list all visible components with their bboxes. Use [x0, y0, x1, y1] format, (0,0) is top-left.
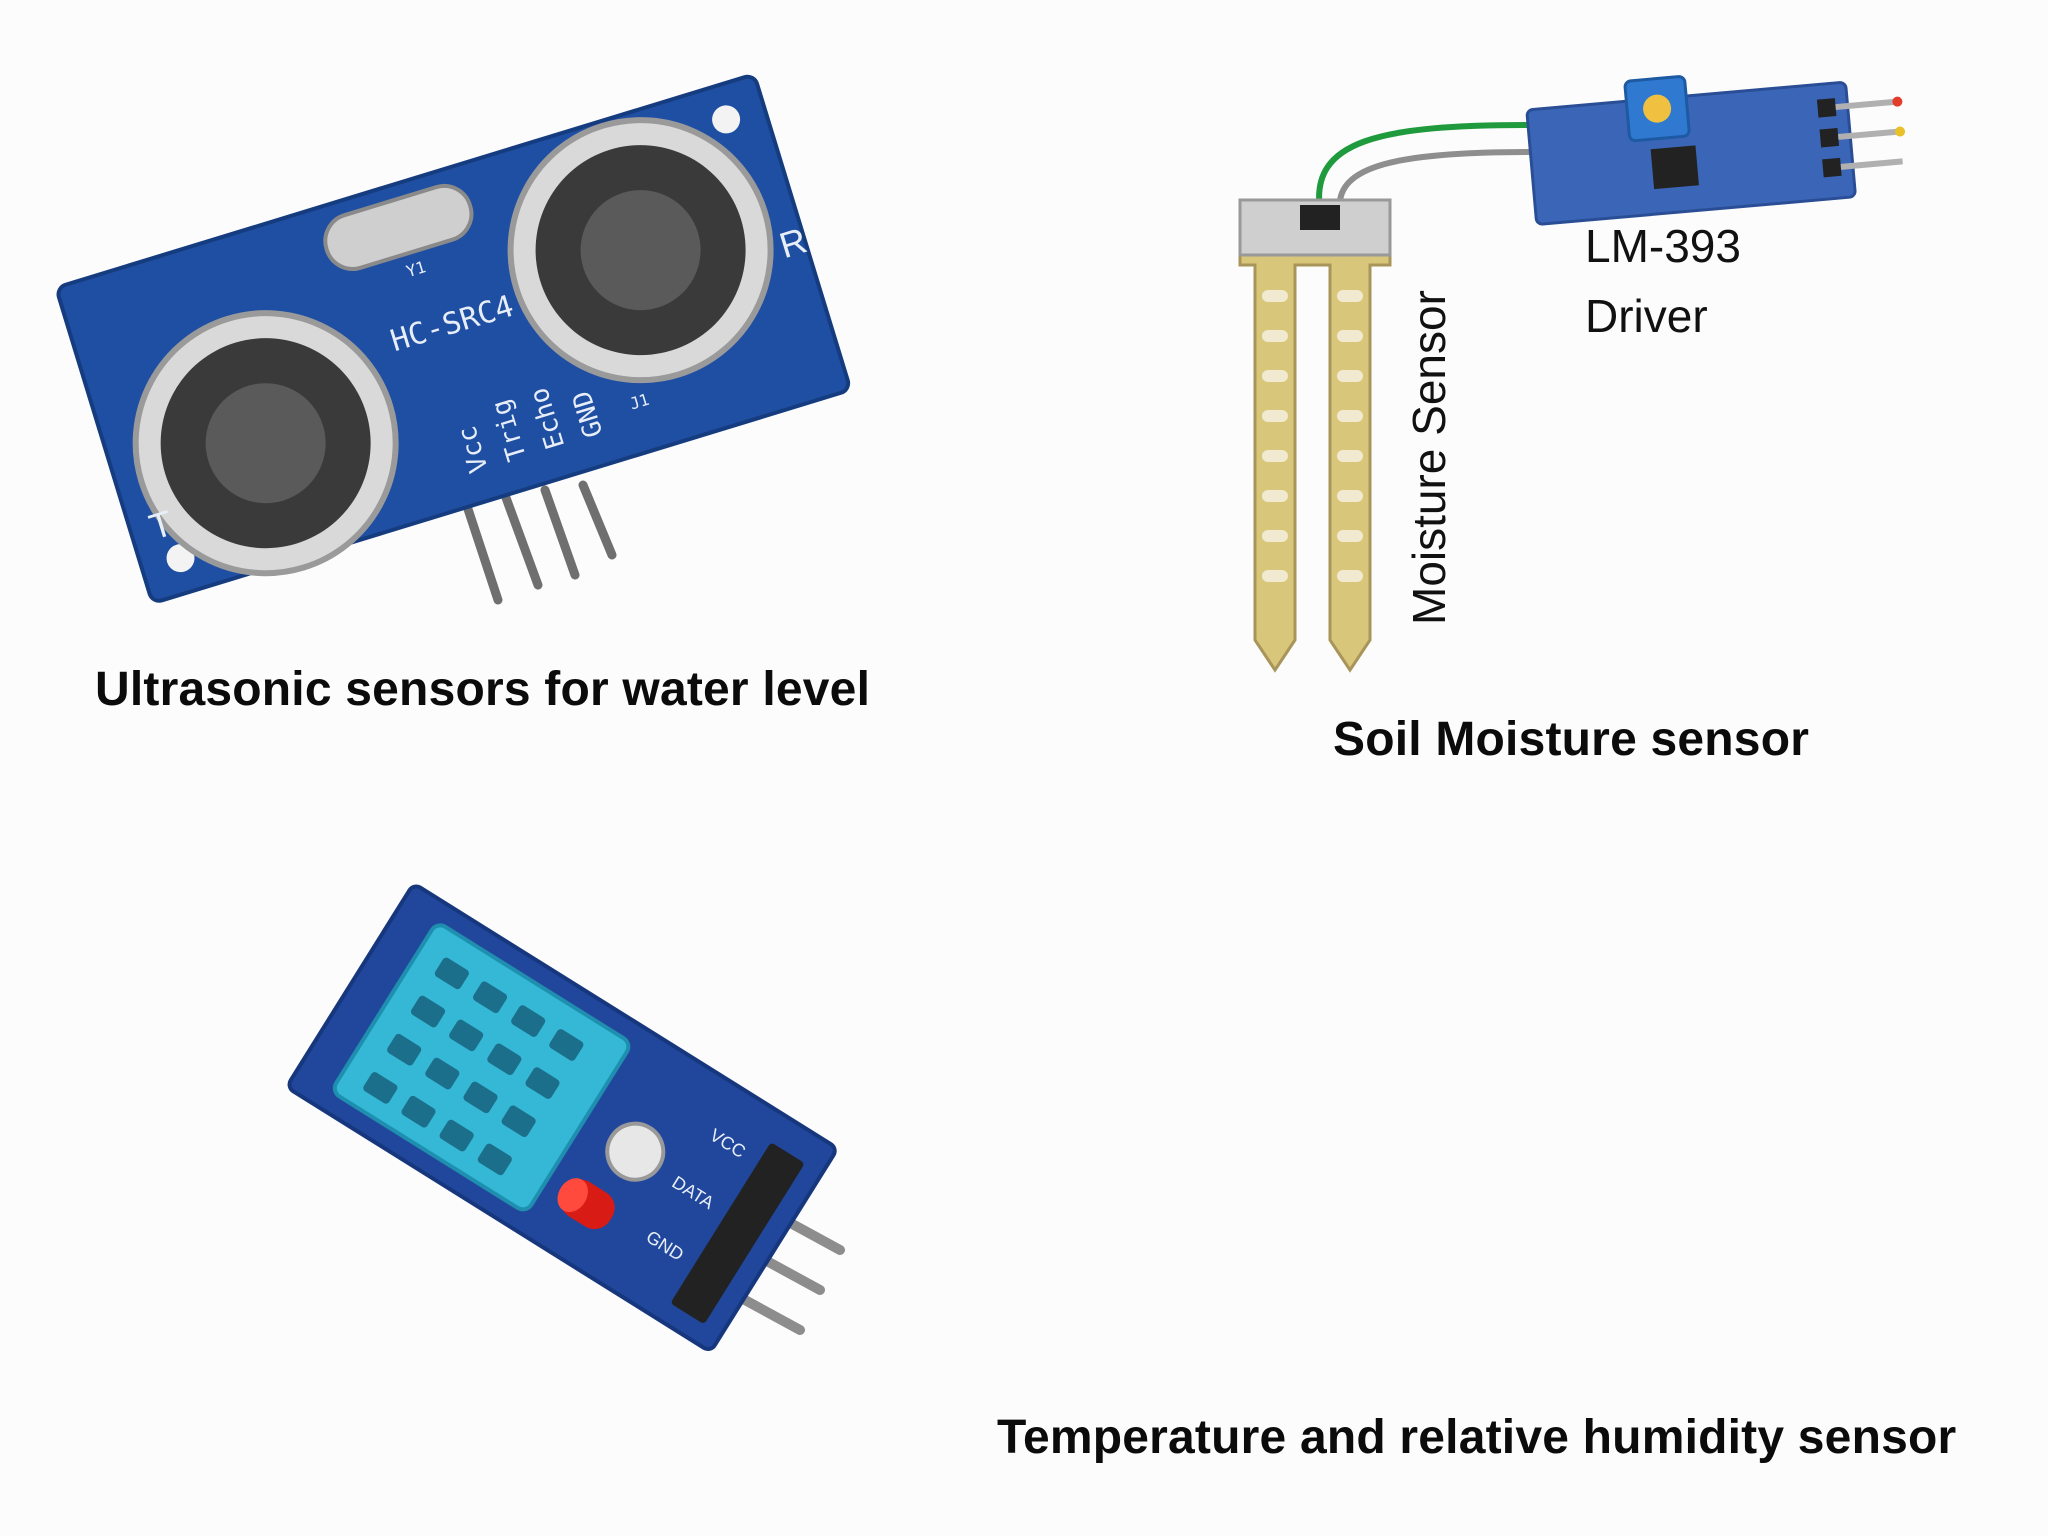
driver-label-line1: LM-393 — [1585, 220, 1741, 272]
moisture-sensor-label: Moisture Sensor — [1403, 290, 1455, 625]
soil-moisture-caption: Soil Moisture sensor — [1333, 713, 1810, 766]
header-label: J1 — [627, 390, 651, 414]
temp-humidity-caption: Temperature and relative humidity sensor — [997, 1411, 1957, 1464]
dht-sensor-housing — [332, 923, 631, 1212]
green-wire — [1316, 122, 1531, 211]
driver-label-line2: Driver — [1585, 290, 1708, 342]
ultrasonic-sensor-image: HC-SRC4 Y1 J1 T R Vcc Trig Echo GND — [56, 74, 851, 605]
receiver-transducer — [507, 117, 774, 384]
red-led — [557, 1178, 615, 1230]
dht-sensor-image: VCC DATA GND — [287, 884, 845, 1351]
transmitter-transducer — [132, 310, 399, 577]
ultrasonic-caption: Ultrasonic sensors for water level — [95, 663, 871, 716]
grey-wire — [1336, 149, 1531, 211]
moisture-probe — [1238, 198, 1392, 673]
crystal-oscillator — [323, 183, 474, 271]
ultrasonic-header-pins — [460, 480, 617, 605]
crystal-label: Y1 — [404, 257, 428, 281]
soil-moisture-sensor-image: Moisture Sensor LM-393 Driver — [1238, 75, 1906, 673]
